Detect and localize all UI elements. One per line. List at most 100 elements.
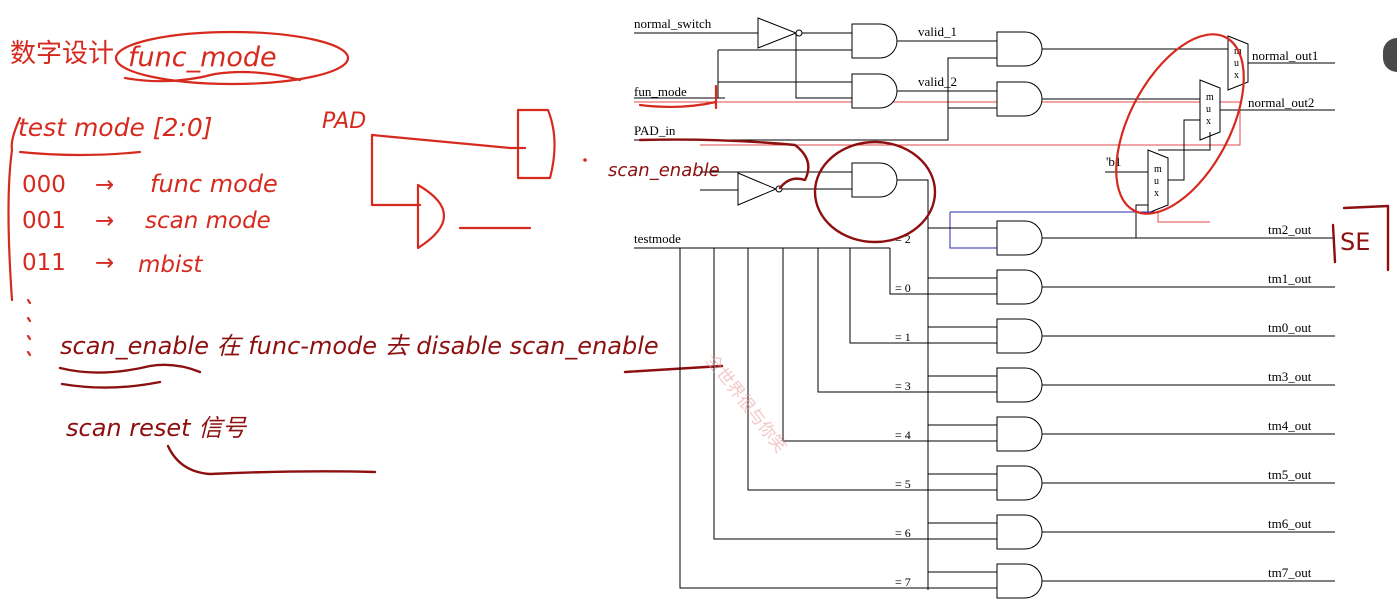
mode-arrow-1: →: [95, 208, 114, 234]
schematic: normal_switch fun_mode PAD_in testmode v…: [634, 16, 1335, 599]
label-normal-out2: normal_out2: [1248, 95, 1314, 110]
red-trace-1: [634, 101, 1241, 146]
label-testmode: testmode: [634, 231, 681, 246]
mux-3: [1147, 149, 1169, 214]
scan-reset-underline: [166, 444, 377, 476]
note-scan-reset: scan reset 信号: [66, 414, 248, 442]
and-tm0: [996, 318, 1043, 354]
mode-name-0: func mode: [150, 170, 278, 198]
scroll-handle[interactable]: [1383, 38, 1397, 72]
label-normal-out1: normal_out1: [1252, 48, 1318, 63]
and-out-2: [996, 81, 1043, 117]
label-tm2-out: tm2_out: [1268, 222, 1312, 237]
note-func-mode: func_mode: [128, 42, 277, 73]
pad-wire-right: [370, 133, 527, 150]
and-valid-2: [851, 73, 898, 109]
se-bracket: [1342, 204, 1390, 272]
label-pad-in: PAD_in: [634, 123, 676, 138]
se-bracket-left: [1331, 223, 1337, 264]
mode-code-1: 001: [22, 208, 66, 234]
wire-testmode-3: [817, 248, 997, 393]
mux-1-x: x: [1234, 70, 1239, 81]
dot-mark: [583, 158, 587, 162]
label-tm6-out: tm6_out: [1268, 516, 1312, 531]
and-tm3: [996, 367, 1043, 403]
note-test-mode: test mode [2:0]: [18, 113, 213, 142]
scan-and-circle: [813, 140, 937, 244]
label-tm1-out: tm1_out: [1268, 271, 1312, 286]
pad-wire-down: [370, 133, 422, 207]
wire-testmode-7: [679, 248, 997, 589]
inverter-1-bubble: [795, 29, 803, 37]
scan-enable-underline-2: [60, 380, 162, 389]
wire-se-branches: [928, 277, 997, 573]
wire-tm-outputs: [1042, 237, 1335, 582]
mode-brace: [7, 116, 22, 302]
dots-continue: [26, 298, 32, 357]
handwritten-notes: 数字设计 func_mode test mode [2:0] 000 → fun…: [7, 30, 724, 476]
test-mode-underline: [18, 150, 142, 157]
mode-name-2: mbist: [138, 252, 203, 278]
wire-testmode-1: [849, 248, 997, 344]
label-normal-switch: normal_switch: [634, 16, 712, 31]
mux-circle: [1115, 33, 1245, 215]
scan-enable-route: [638, 138, 810, 190]
label-scan-enable-ink: scan_enable: [608, 160, 720, 181]
wire-testmode-4: [782, 248, 997, 442]
mux-2-x: x: [1206, 116, 1211, 127]
label-b1: 'b1: [1106, 154, 1121, 169]
eq-5: = 5: [895, 477, 911, 491]
and-tm1: [996, 269, 1043, 305]
wire-pad-in: [634, 57, 997, 141]
pad-and-sketch: [416, 183, 445, 250]
wire-testmode-0: [889, 248, 997, 295]
blue-trace: [949, 211, 1156, 249]
and-tm4: [996, 416, 1043, 452]
func-mode-circle: [114, 30, 350, 86]
pad-buffer-sketch: [516, 108, 556, 180]
and-valid-1: [851, 23, 898, 59]
and-tm5: [996, 465, 1043, 501]
note-scan-enable: scan_enable 在 func-mode 去 disable scan_e…: [60, 332, 659, 360]
mux-2-u: u: [1206, 104, 1211, 115]
mode-arrow-0: →: [95, 172, 114, 198]
eq-3: = 3: [895, 379, 911, 393]
eq-4: = 4: [895, 428, 911, 442]
mode-code-0: 000: [22, 172, 66, 198]
and-scan: [851, 162, 898, 198]
label-tm3-out: tm3_out: [1268, 369, 1312, 384]
and-tm2: [996, 220, 1043, 256]
label-valid-1: valid_1: [918, 24, 957, 39]
and-out-1: [996, 31, 1043, 67]
label-tm5-out: tm5_out: [1268, 467, 1312, 482]
wire-scan-and-out: [897, 179, 929, 590]
disable-underline: [623, 364, 724, 374]
wire-testmode-5: [747, 248, 997, 491]
mux-3-x: x: [1154, 188, 1159, 199]
eq-7: = 7: [895, 575, 911, 589]
inverter-1: [757, 17, 798, 49]
wire-mux-sel: [1158, 132, 1211, 151]
mode-code-2: 011: [22, 250, 66, 276]
wire-tm2-to-mux: [1135, 204, 1148, 238]
label-se: SE: [1340, 228, 1370, 256]
label-fun-mode: fun_mode: [634, 84, 687, 99]
mux-3-u: u: [1154, 176, 1159, 187]
note-title-prefix: 数字设计: [10, 39, 114, 69]
label-tm4-out: tm4_out: [1268, 418, 1312, 433]
note-pad: PAD: [322, 109, 366, 134]
and-tm6: [996, 514, 1043, 550]
eq-0: = 0: [895, 281, 911, 295]
mode-name-1: scan mode: [145, 208, 271, 234]
wire-testmode-6: [713, 248, 997, 540]
wire-inv1-branch: [795, 33, 852, 99]
and-tm7: [996, 563, 1043, 599]
eq-1: = 1: [895, 330, 911, 344]
mux-2-m: m: [1206, 92, 1214, 103]
scan-enable-underline: [58, 363, 202, 374]
mux-3-m: m: [1154, 164, 1162, 175]
inverter-2: [737, 172, 778, 206]
fun-mode-mark: [638, 84, 718, 110]
label-tm7-out: tm7_out: [1268, 565, 1312, 580]
